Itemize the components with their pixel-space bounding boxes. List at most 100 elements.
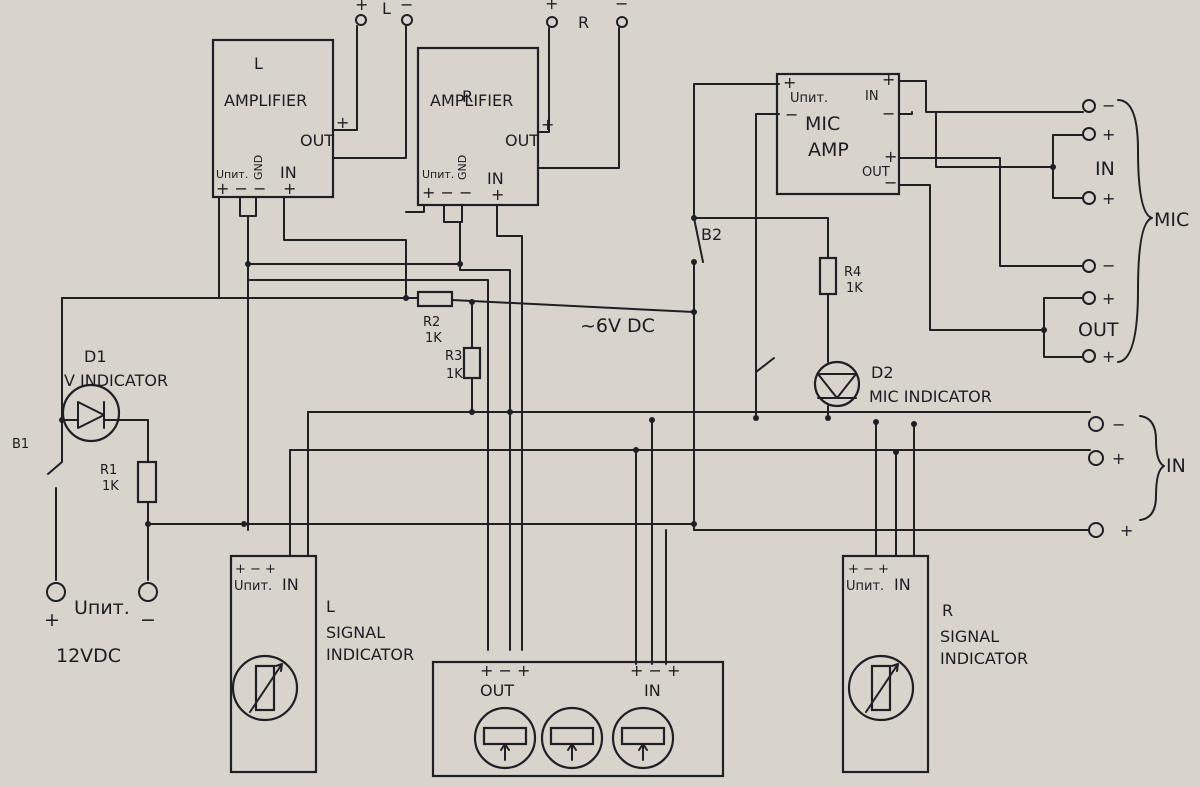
terminal-mic-out-plus-1	[1082, 291, 1096, 305]
wire-mic-in-stub	[898, 111, 913, 115]
in-plus-sign: +	[1112, 449, 1125, 468]
amplifier-r-supply-label: Uпит.	[422, 168, 454, 181]
wire-mic-supply-plus	[693, 83, 780, 219]
mic-amp-in-label: IN	[865, 89, 879, 104]
r-output-label: R	[578, 13, 589, 32]
power-voltage-label: 12VDC	[56, 645, 121, 667]
signal-indicator-r: + − + Uпит. IN R SIGNAL INDICATOR	[841, 554, 1028, 774]
pot-out-body	[482, 726, 528, 746]
r3-ref: R3	[445, 349, 462, 364]
sig-l-meter-arrow	[249, 663, 283, 713]
amplifier-r-out-label: OUT	[505, 131, 539, 150]
terminal-in-minus	[1088, 416, 1104, 432]
r-output-minus-sign: −	[615, 0, 628, 13]
wire-amp-r-gnd-down	[459, 221, 511, 651]
amplifier-r-name: AMPLIFIER	[430, 91, 513, 110]
wire-sig-l-in	[289, 411, 309, 557]
wire-amp-r-in	[496, 204, 523, 651]
switch-b1	[47, 419, 63, 581]
amplifier-l-out-label: OUT	[300, 131, 334, 150]
amplifier-l-label: L	[254, 54, 263, 73]
amplifier-r-out-plus: +	[541, 115, 554, 134]
mic-amp: MIC AMP Uпит. IN OUT + − + − + −	[775, 70, 901, 196]
pot-in-wiper	[638, 743, 648, 761]
l-output-minus-sign: −	[400, 0, 413, 14]
terminal-mic-in-minus	[1082, 99, 1096, 113]
amplifier-wiring	[218, 196, 523, 651]
r2-ref: R2	[423, 315, 440, 330]
input-jack: − + + IN	[289, 409, 1186, 665]
power-plus-sign: +	[44, 609, 60, 631]
wire-amp-r-supply	[405, 204, 425, 213]
amplifier-l-in-label: IN	[280, 163, 297, 182]
mic-jack-out-label: OUT	[1078, 319, 1119, 341]
wire-r-out-plus	[537, 27, 550, 133]
node-mic-out	[1041, 327, 1047, 333]
mic-in-minus-sign: −	[1102, 96, 1115, 115]
r2-value: 1K	[425, 331, 442, 346]
r3-body	[462, 346, 482, 380]
terminal-r-out-plus	[546, 16, 558, 28]
mixer-out-label: OUT	[480, 681, 514, 700]
input-jack-label: IN	[1166, 455, 1186, 477]
node-b2-top	[691, 215, 697, 221]
input-jack-brace	[1139, 415, 1165, 521]
mixer-in-label: IN	[644, 681, 661, 700]
amplifier-l: L AMPLIFIER OUT Uпит. GND IN + − − + +	[211, 38, 349, 199]
sig-r-in-label: IN	[894, 575, 911, 594]
node-gnd-sig-l	[241, 521, 247, 527]
amplifier-l-gnd-label: GND	[252, 155, 265, 180]
mic-in-plus-sign-1: +	[1102, 125, 1115, 144]
wire-mic-out-minus	[898, 157, 1084, 267]
pot-mid-wiper	[567, 743, 577, 761]
wire-b2-to-r4	[693, 217, 829, 259]
sig-r-meter	[847, 654, 915, 722]
terminal-mic-out-minus	[1082, 259, 1096, 273]
rail-right	[451, 299, 695, 313]
r4-ref: R4	[844, 265, 861, 280]
mic-in-plus-sign-2: +	[1102, 189, 1115, 208]
wire-amp-l-gnd-link	[239, 196, 257, 217]
wire-mic-minus-tick	[755, 357, 775, 373]
sig-l-ref: L	[326, 597, 335, 616]
wire-l-out-minus	[332, 25, 407, 159]
sig-l-supply-label: Uпит.	[234, 579, 272, 594]
wire-mic-in-minus	[898, 80, 1084, 113]
node-in-minus-r3	[469, 409, 475, 415]
terminal-l-out-plus	[355, 14, 367, 26]
terminal-in-plus-2	[1088, 522, 1104, 538]
d1-symbol	[61, 401, 149, 463]
node-in-minus-mic	[753, 415, 759, 421]
node-gnd-l	[245, 261, 251, 267]
node-in-minus-mixer	[507, 409, 513, 415]
amplifier-r-in-label: IN	[487, 169, 504, 188]
mic-amp-out-label: OUT	[862, 165, 890, 180]
in-plus-sign-2: +	[1120, 521, 1133, 540]
mic-jack-wiring: − + + − + + IN OUT MIC	[898, 80, 1189, 366]
amplifier-r-gnd-label: GND	[456, 155, 469, 180]
mic-amp-name-2: AMP	[808, 139, 849, 161]
d2-desc: MIC INDICATOR	[869, 387, 992, 406]
wire-amp-l-in	[283, 196, 407, 299]
node-b2-bottom	[691, 259, 697, 265]
mic-group-brace	[1117, 99, 1153, 363]
pot-mid-body	[549, 726, 595, 746]
sig-l-pins: + − +	[235, 562, 276, 577]
terminal-r-out-minus	[616, 16, 628, 28]
wire-sig-r-in	[875, 421, 915, 557]
mic-amp-in-minus: −	[882, 104, 895, 123]
mic-amp-supply-label: Uпит.	[790, 91, 828, 106]
pot-out-wiper	[500, 743, 510, 761]
mic-amp-name-1: MIC	[805, 113, 840, 135]
mic-out-minus-sign: −	[1102, 256, 1115, 275]
wire-l-out-plus	[332, 25, 358, 131]
mic-amp-box	[775, 72, 901, 196]
wire-mic-out-plus	[1043, 297, 1084, 358]
amplifier-l-supply-label: Uпит.	[216, 168, 248, 181]
sig-r-pins: + − +	[848, 562, 889, 577]
terminal-mic-in-plus-1	[1082, 127, 1096, 141]
mic-out-plus-sign-1: +	[1102, 289, 1115, 308]
mixer-block: + − + + − + OUT IN	[431, 660, 725, 778]
